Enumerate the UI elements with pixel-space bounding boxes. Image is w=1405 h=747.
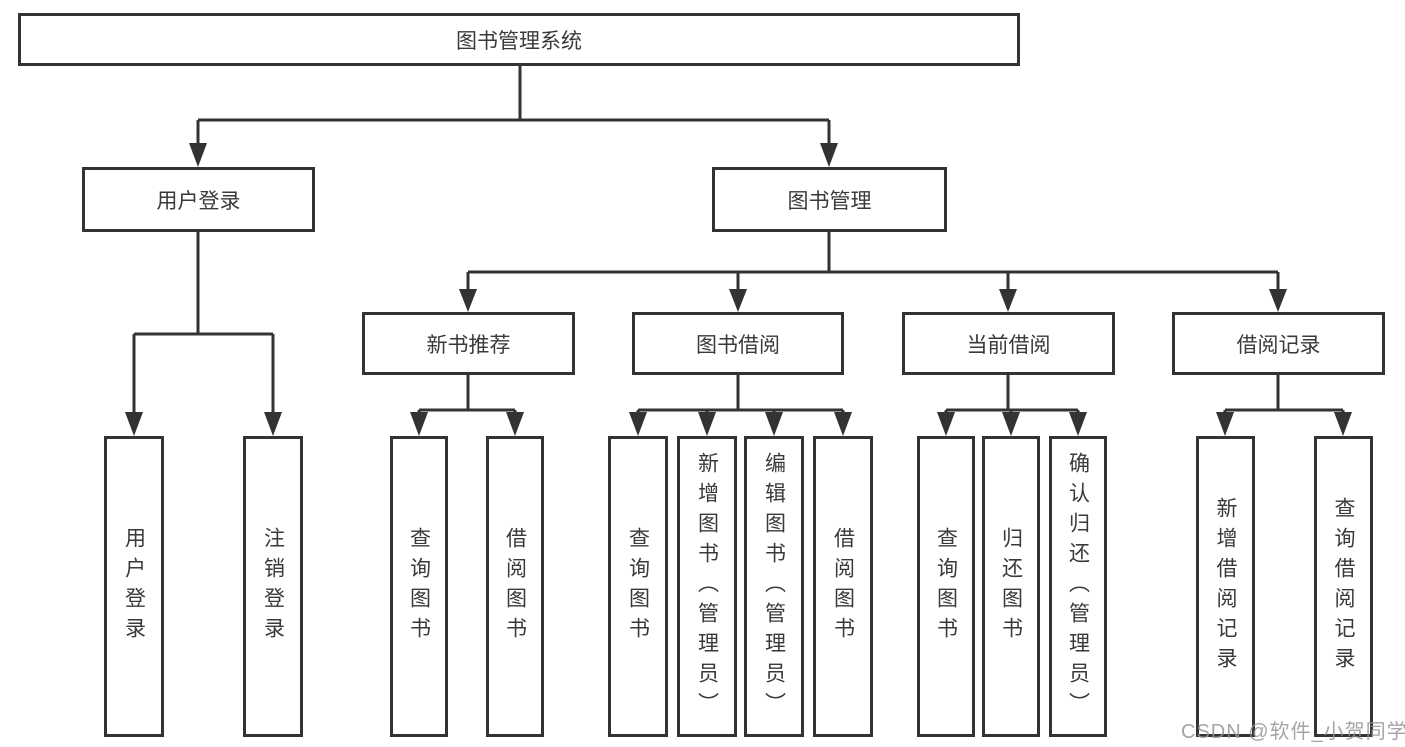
- leaf-edit-book-admin: 编辑图书（管理员）: [744, 436, 804, 737]
- leaf-logout: 注销登录: [243, 436, 303, 737]
- leaf-user-login: 用户登录: [104, 436, 164, 737]
- leaf-query-book: 查询图书: [608, 436, 668, 737]
- leaf-confirm-return-admin: 确认归还（管理员）: [1049, 436, 1107, 737]
- node-book-borrowing: 图书借阅: [632, 312, 844, 375]
- node-user-login: 用户登录: [82, 167, 315, 232]
- leaf-add-book-admin: 新增图书（管理员）: [677, 436, 737, 737]
- arrowheads: [125, 143, 1352, 436]
- leaf-query-borrow-record: 查询借阅记录: [1314, 436, 1373, 737]
- node-borrow-records: 借阅记录: [1172, 312, 1385, 375]
- leaf-query-book: 查询图书: [390, 436, 448, 737]
- node-current-borrowing: 当前借阅: [902, 312, 1115, 375]
- node-book-management: 图书管理: [712, 167, 947, 232]
- connector-lines: [132, 66, 1345, 415]
- leaf-return-book: 归还图书: [982, 436, 1040, 737]
- leaf-add-borrow-record: 新增借阅记录: [1196, 436, 1255, 737]
- leaf-query-book: 查询图书: [917, 436, 975, 737]
- csdn-watermark: CSDN @软件_小贺同学: [1181, 721, 1405, 743]
- node-root-system: 图书管理系统: [18, 13, 1020, 66]
- node-new-book-recommend: 新书推荐: [362, 312, 575, 375]
- leaf-borrow-book: 借阅图书: [813, 436, 873, 737]
- leaf-borrow-book: 借阅图书: [486, 436, 544, 737]
